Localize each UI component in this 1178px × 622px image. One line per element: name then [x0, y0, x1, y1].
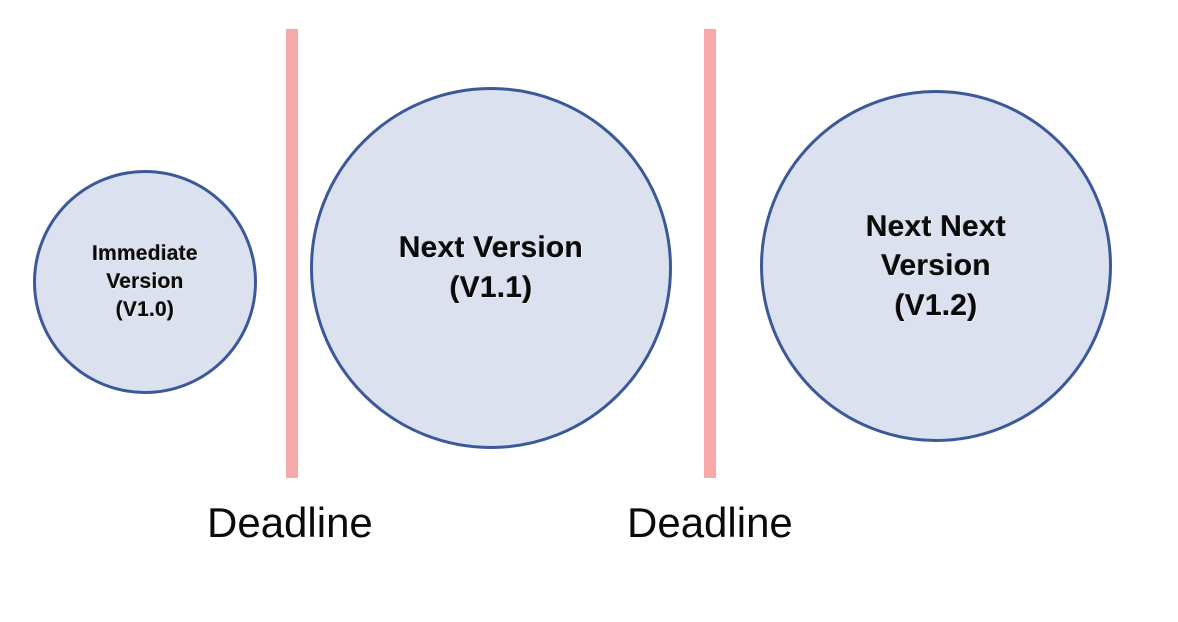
version-circle-label-v1-0: Immediate Version (V1.0)	[92, 242, 198, 321]
version-circle-v1-2[interactable]: Next Next Version (V1.2)	[760, 90, 1112, 442]
version-circle-label-v1-2: Next Next Version (V1.2)	[865, 209, 1007, 322]
version-circle-v1-0[interactable]: Immediate Version (V1.0)	[33, 170, 257, 394]
deadline-label-1: Deadline	[207, 499, 373, 546]
deadline-label-2: Deadline	[627, 499, 793, 546]
deadline-bar-1	[286, 29, 298, 478]
deadline-bar-2	[704, 29, 716, 478]
version-circle-label-v1-1: Next Version (V1.1)	[398, 231, 584, 304]
version-circle-v1-1[interactable]: Next Version (V1.1)	[310, 87, 672, 449]
